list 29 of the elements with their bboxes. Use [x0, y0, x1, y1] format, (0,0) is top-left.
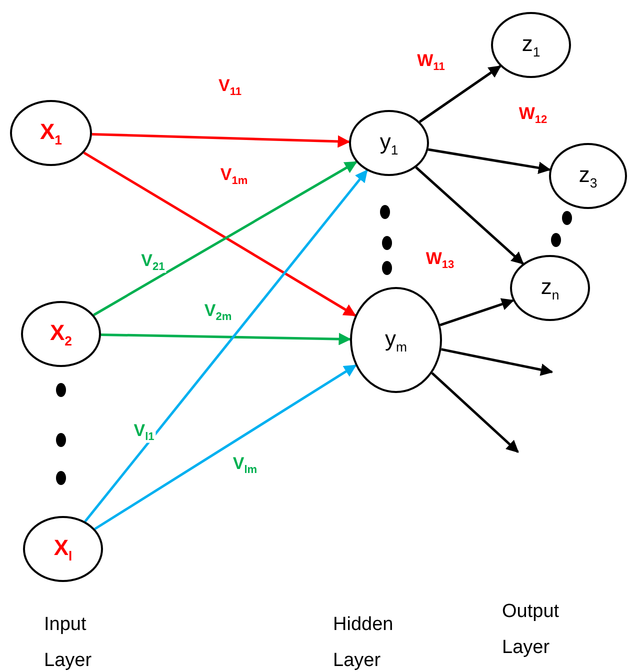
- neuron-circle: [349, 110, 429, 176]
- neuron-circle: [510, 255, 590, 321]
- arrow: [100, 332, 352, 346]
- neuron-circle: [23, 516, 103, 582]
- arrow: [431, 372, 519, 453]
- neuron-circle: [21, 301, 101, 367]
- neuron-label: X$_{l}$: [54, 534, 72, 564]
- arrow: [441, 348, 554, 376]
- neuron-label: z$_{n}$: [540, 274, 560, 302]
- neuron-circle: [491, 12, 571, 78]
- neuron-label: y$_{m}$: [385, 326, 407, 354]
- neuron-label: X$_{1}$: [40, 118, 62, 148]
- neuron-label: z$_{3}$: [578, 162, 598, 190]
- arrow: [428, 148, 551, 174]
- arrow: [415, 166, 524, 265]
- neuron-circle: [350, 287, 442, 393]
- neuron-circle: [549, 143, 627, 209]
- neuron-circle: [10, 100, 92, 166]
- arrow: [94, 364, 357, 530]
- layer-label: Hidden Layer: [333, 613, 394, 672]
- neuron-label: z$_{1}$: [522, 30, 540, 60]
- neuron-label: y$_{1}$: [380, 128, 398, 158]
- arrow: [84, 170, 368, 522]
- arrow: [419, 65, 502, 123]
- layer-label: Output Layer: [502, 600, 560, 660]
- arrow: [440, 298, 514, 326]
- layer-label: Input Layer: [44, 613, 93, 672]
- neuron-label: X$_{2}$: [50, 320, 72, 348]
- arrow: [92, 132, 350, 148]
